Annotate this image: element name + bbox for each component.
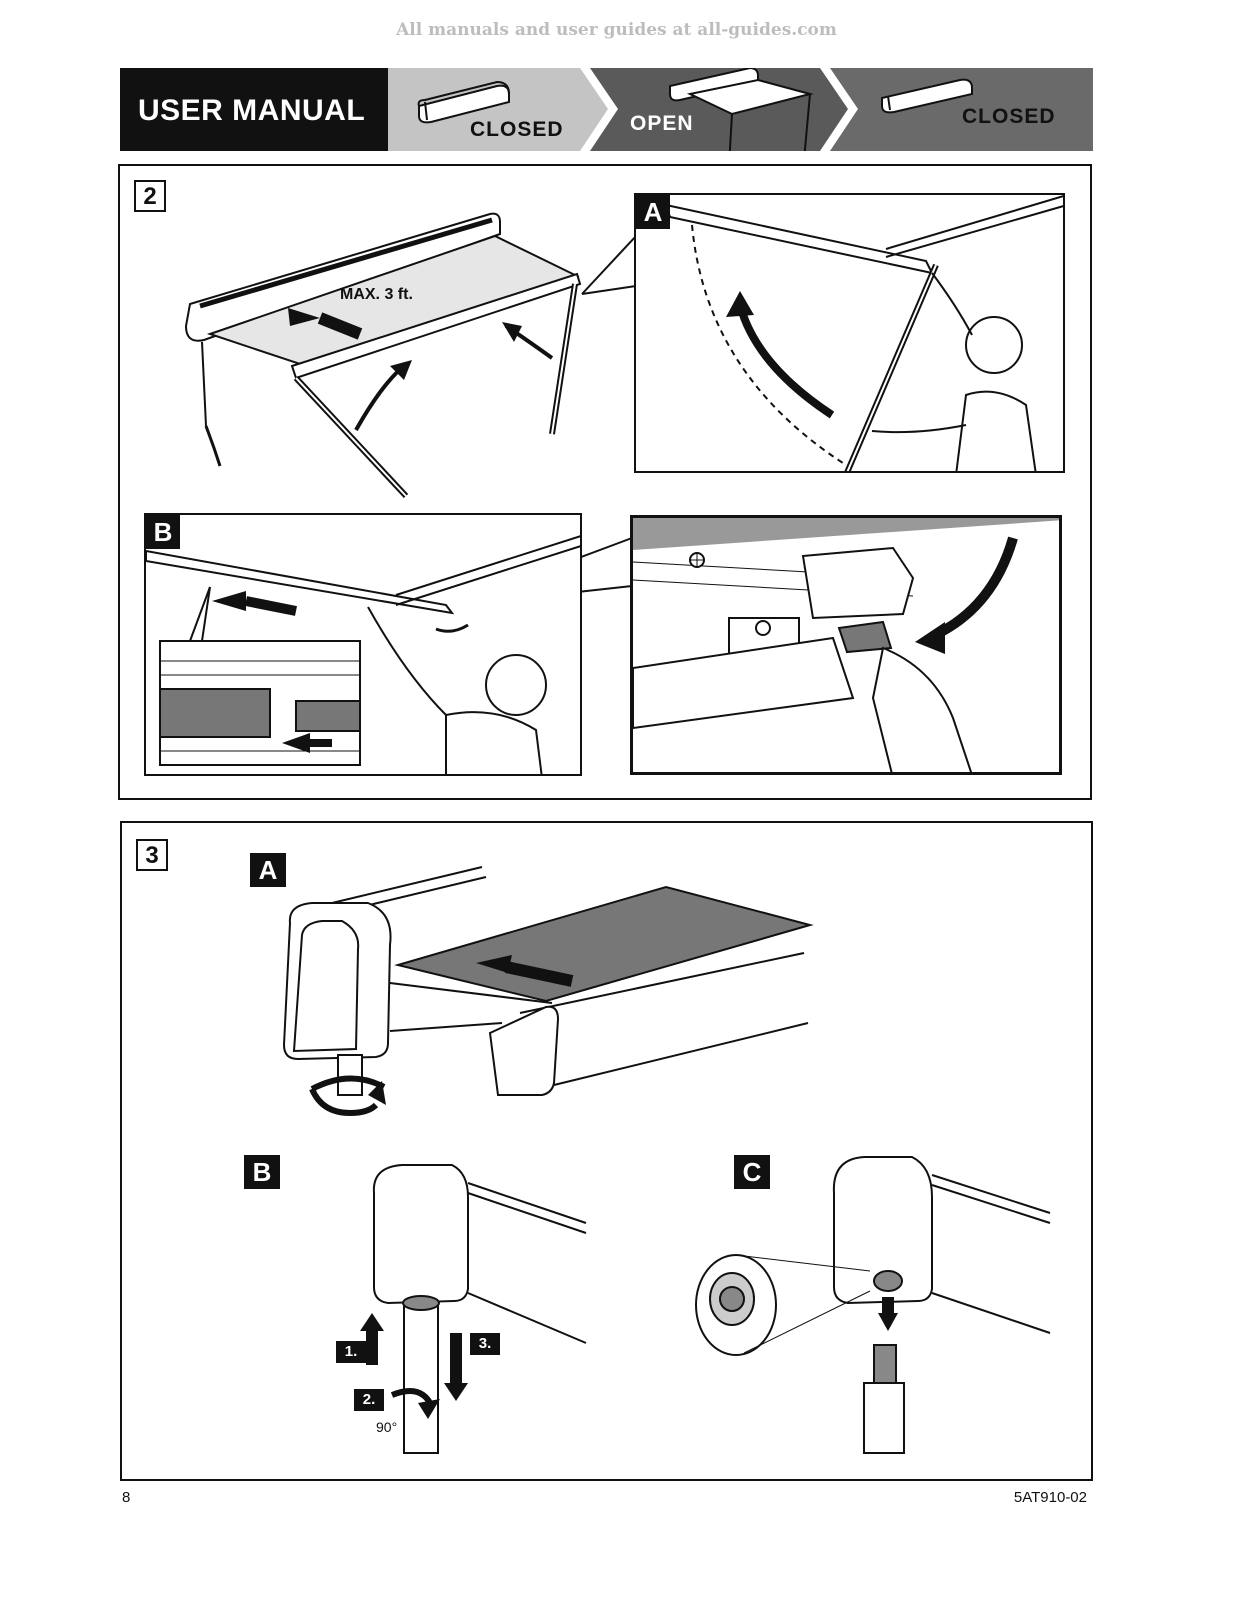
unlock-bar-illustration xyxy=(146,535,580,774)
step-open-label: OPEN xyxy=(630,112,694,135)
open-awning-illustration xyxy=(184,212,637,607)
header-banner: USER MANUAL CLOSED OPEN CLOSED xyxy=(120,68,1093,151)
tag-3c: C xyxy=(734,1155,770,1189)
max-extension-label: MAX. 3 ft. xyxy=(340,286,413,303)
watermark: All manuals and user guides at all-guide… xyxy=(396,20,837,40)
header-background xyxy=(120,68,1093,151)
lift-bar-illustration xyxy=(664,195,1063,471)
section-2-panel: 2 MAX. 3 ft. xyxy=(118,164,1092,800)
closed-awning-icon xyxy=(417,80,510,124)
tag-3a: A xyxy=(250,853,286,887)
open-awning-icon xyxy=(669,68,814,151)
rotation-angle-label: 90° xyxy=(376,1419,398,1435)
step-label-2: 2. xyxy=(354,1389,384,1411)
subfigure-2b: B xyxy=(144,513,582,776)
section-3-panel: 3 A B C xyxy=(120,821,1093,1481)
step-number-2: 2 xyxy=(134,180,166,212)
figure-3a xyxy=(282,866,814,1117)
figure-3b xyxy=(360,1164,587,1454)
page-number: 8 xyxy=(122,1489,131,1506)
document-code: 5AT910-02 xyxy=(1013,1489,1087,1506)
step-label-1: 1. xyxy=(336,1341,366,1363)
subfigure-2a: A xyxy=(634,193,1065,473)
figure-3c xyxy=(695,1156,1051,1454)
tag-2b: B xyxy=(146,515,180,549)
subfigure-2-detail xyxy=(630,515,1062,775)
section-3-illustrations xyxy=(282,866,1051,1454)
step-closed-label: CLOSED xyxy=(470,118,564,141)
closed-awning-icon-2 xyxy=(881,78,973,114)
tag-2a: A xyxy=(636,195,670,229)
latch-detail-illustration xyxy=(633,518,1059,772)
step-label-3: 3. xyxy=(470,1333,500,1355)
tag-3b: B xyxy=(244,1155,280,1189)
manual-title: USER MANUAL xyxy=(138,94,366,127)
step-closed-label-2: CLOSED xyxy=(962,105,1056,128)
step-number-3: 3 xyxy=(136,839,168,871)
